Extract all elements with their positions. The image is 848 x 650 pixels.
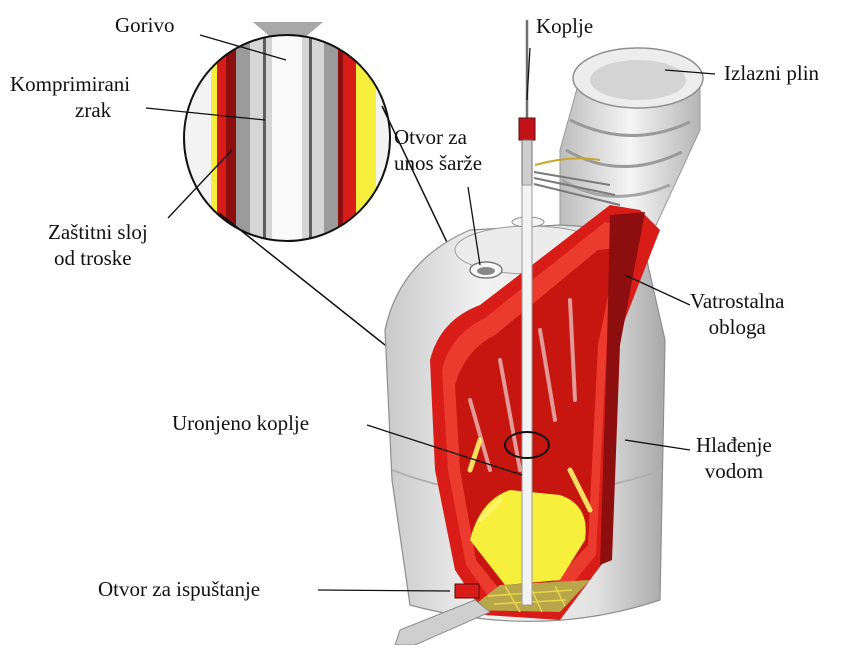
label-gorivo: Gorivo xyxy=(115,12,175,38)
lance-zoom-circle xyxy=(180,30,395,250)
label-otvor-ispustanje: Otvor za ispuštanje xyxy=(98,576,260,602)
label-uronjeno-koplje: Uronjeno koplje xyxy=(172,410,309,436)
label-izlazni-plin: Izlazni plin xyxy=(724,60,819,86)
label-koplje: Koplje xyxy=(536,13,593,39)
